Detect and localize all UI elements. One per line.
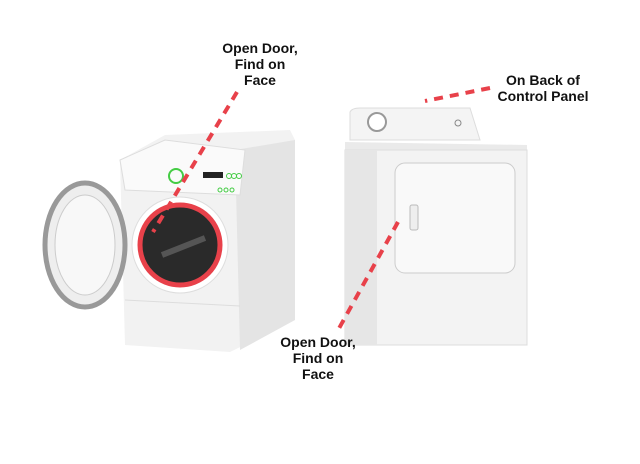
top-load-dryer <box>344 107 528 346</box>
dryer-back-label: On Back of Control Panel <box>497 72 589 104</box>
front-load-washer <box>42 130 295 352</box>
dryer-face-label: Open Door, Find on Face <box>280 334 356 382</box>
washer-pointer-line <box>151 90 239 234</box>
washer-label: Open Door, Find on Face <box>222 40 298 88</box>
dryer-back-pointer-line <box>424 86 491 103</box>
dryer-face-pointer-line <box>335 221 400 333</box>
